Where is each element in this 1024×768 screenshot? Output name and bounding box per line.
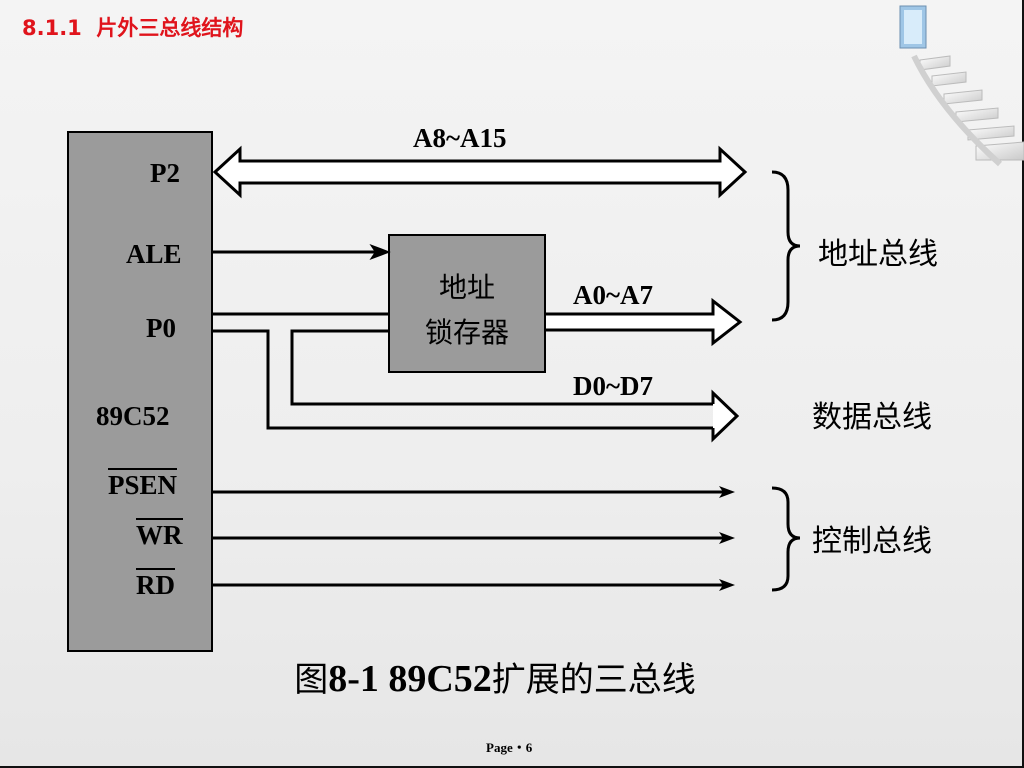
latch-label-line1: 地址 <box>438 271 495 304</box>
pin-p2-label: P2 <box>150 158 180 188</box>
latch-label-line2: 锁存器 <box>424 316 509 349</box>
pin-wr-label: WR <box>136 518 183 550</box>
p0-bus-inner-line <box>290 329 713 406</box>
pin-p0-label: P0 <box>146 313 176 343</box>
staircase-decoration <box>899 5 1024 167</box>
slide-title: 8.1.1 片外三总线结构 <box>22 16 244 40</box>
address-bus-group-label: 地址总线 <box>818 237 938 272</box>
pin-rd-label: RD <box>136 568 175 600</box>
pin-ale-label: ALE <box>126 239 182 269</box>
p0-bus-outer-line <box>213 329 713 430</box>
figure-caption: 图8-1 89C52扩展的三总线 <box>0 652 990 701</box>
rd-arrowhead <box>719 579 735 591</box>
ale-arrowhead <box>369 243 391 261</box>
low-address-bus-arrow <box>546 297 743 347</box>
address-latch-block: 地址 锁存器 <box>388 234 546 373</box>
data-bus-group-label: 数据总线 <box>812 400 932 435</box>
control-bus-group-label: 控制总线 <box>812 524 932 559</box>
caption-number: 8-1 89C52 <box>328 658 492 700</box>
control-bus-brace <box>771 486 801 592</box>
high-address-bus-label: A8~A15 <box>413 123 507 153</box>
data-bus-label: D0~D7 <box>573 371 654 401</box>
microcontroller-block <box>67 131 213 652</box>
low-address-bus-label: A0~A7 <box>573 280 654 310</box>
caption-prefix: 图 <box>294 660 329 700</box>
pin-psen-label: PSEN <box>108 468 178 500</box>
page-number: Page・6 <box>486 740 533 755</box>
psen-arrowhead <box>719 486 735 498</box>
high-address-bus-arrow <box>212 145 748 199</box>
address-bus-brace <box>771 170 801 322</box>
caption-suffix: 扩展的三总线 <box>491 660 696 700</box>
chip-name-label: 89C52 <box>96 401 170 431</box>
data-bus-arrowhead <box>711 389 740 443</box>
wr-arrowhead <box>719 532 735 544</box>
